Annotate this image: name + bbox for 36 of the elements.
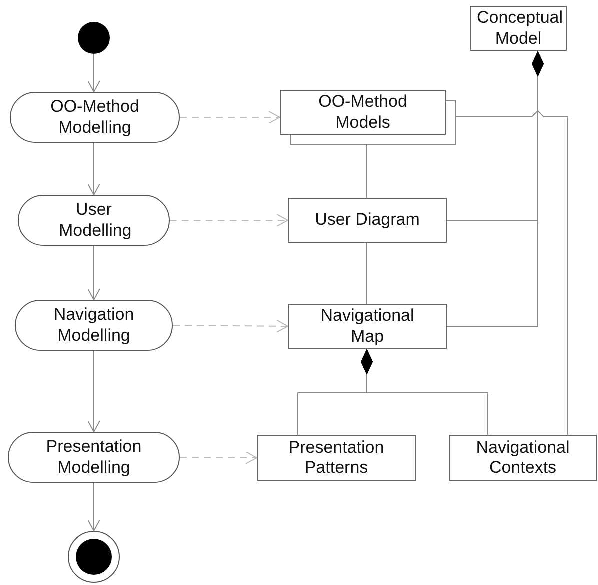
composition-line <box>446 50 544 327</box>
association-line <box>366 242 368 304</box>
activity-box <box>18 195 170 246</box>
node-label: Navigational Map <box>320 306 416 347</box>
class-box <box>470 6 567 51</box>
node-label: OO-Method Models <box>318 92 408 133</box>
node-label: Navigational Contexts <box>475 438 571 478</box>
node-label: Presentation Patterns <box>288 438 386 478</box>
node-label: User Diagram <box>315 210 420 231</box>
association-line <box>366 144 368 198</box>
arrow <box>88 482 100 532</box>
arrow <box>172 320 288 333</box>
arrow <box>88 54 100 92</box>
initial-node <box>78 22 110 54</box>
node-label: OO-Method Modelling <box>50 97 140 138</box>
arrow <box>88 246 100 300</box>
arrow <box>180 451 258 464</box>
arrow <box>88 350 100 432</box>
node-label: User Modelling <box>59 200 129 241</box>
association-line <box>456 110 568 436</box>
arrow <box>180 111 280 124</box>
stacked-class-box <box>280 90 456 145</box>
activity-box <box>15 300 173 351</box>
node-label: Navigation Modelling <box>52 305 136 346</box>
arrow <box>88 142 100 196</box>
final-node <box>68 531 120 583</box>
class-box <box>288 304 447 349</box>
node-label: Presentation Modelling <box>45 437 143 478</box>
activity-box <box>10 92 180 143</box>
node-label: Conceptual Model <box>477 8 560 49</box>
class-box <box>288 198 447 243</box>
activity-box <box>8 432 180 483</box>
arrow <box>170 214 288 227</box>
class-box <box>449 435 597 481</box>
class-box <box>257 435 416 481</box>
composition-line <box>361 348 488 436</box>
